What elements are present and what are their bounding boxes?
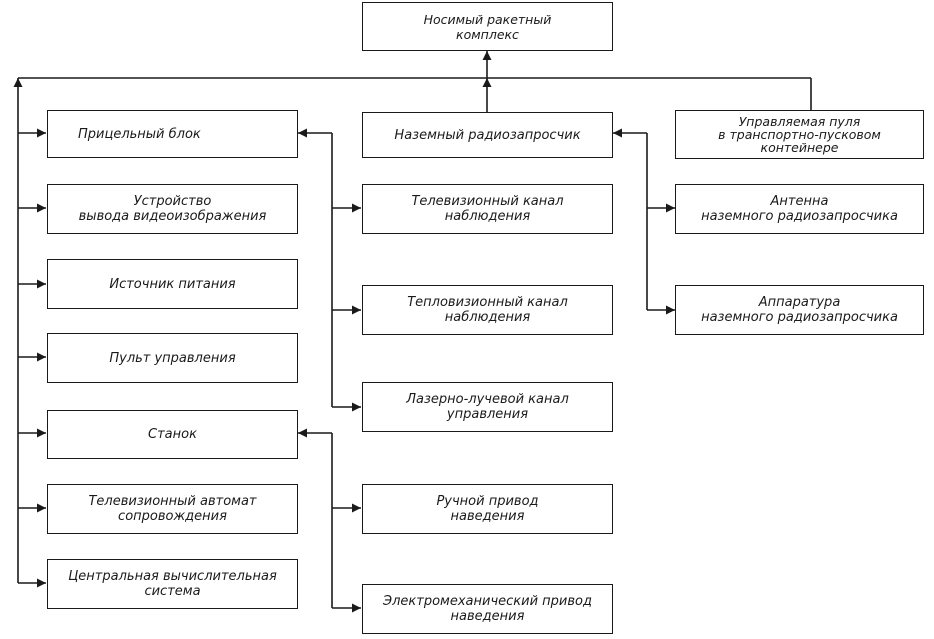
node-video-output: Устройство вывода видеоизображения — [47, 184, 298, 234]
node-laser-channel: Лазерно-лучевой канал управления — [362, 382, 613, 432]
node-control-panel: Пульт управления — [47, 333, 298, 383]
node-guided-missile: Управляемая пуля в транспортно-пусковом … — [675, 110, 924, 159]
node-mount: Станок — [47, 410, 298, 459]
node-ground-interrogator: Наземный радиозапросчик — [362, 112, 613, 158]
node-manual-drive: Ручной привод наведения — [362, 484, 613, 534]
node-central-computer: Центральная вычислительная система — [47, 559, 298, 609]
node-tv-channel: Телевизионный канал наблюдения — [362, 184, 613, 234]
node-interrogator-apparatus: Аппаратура наземного радиозапросчика — [675, 285, 924, 335]
node-antenna: Антенна наземного радиозапросчика — [675, 184, 924, 234]
node-root: Носимый ракетный комплекс — [362, 2, 613, 51]
node-tv-tracker: Телевизионный автомат сопровождения — [47, 484, 298, 534]
node-sight-block: Прицельный блок — [47, 110, 298, 158]
node-thermal-channel: Тепловизионный канал наблюдения — [362, 285, 613, 335]
node-power-source: Источник питания — [47, 259, 298, 309]
node-electromechanical-drive: Электромеханический привод наведения — [362, 584, 613, 634]
